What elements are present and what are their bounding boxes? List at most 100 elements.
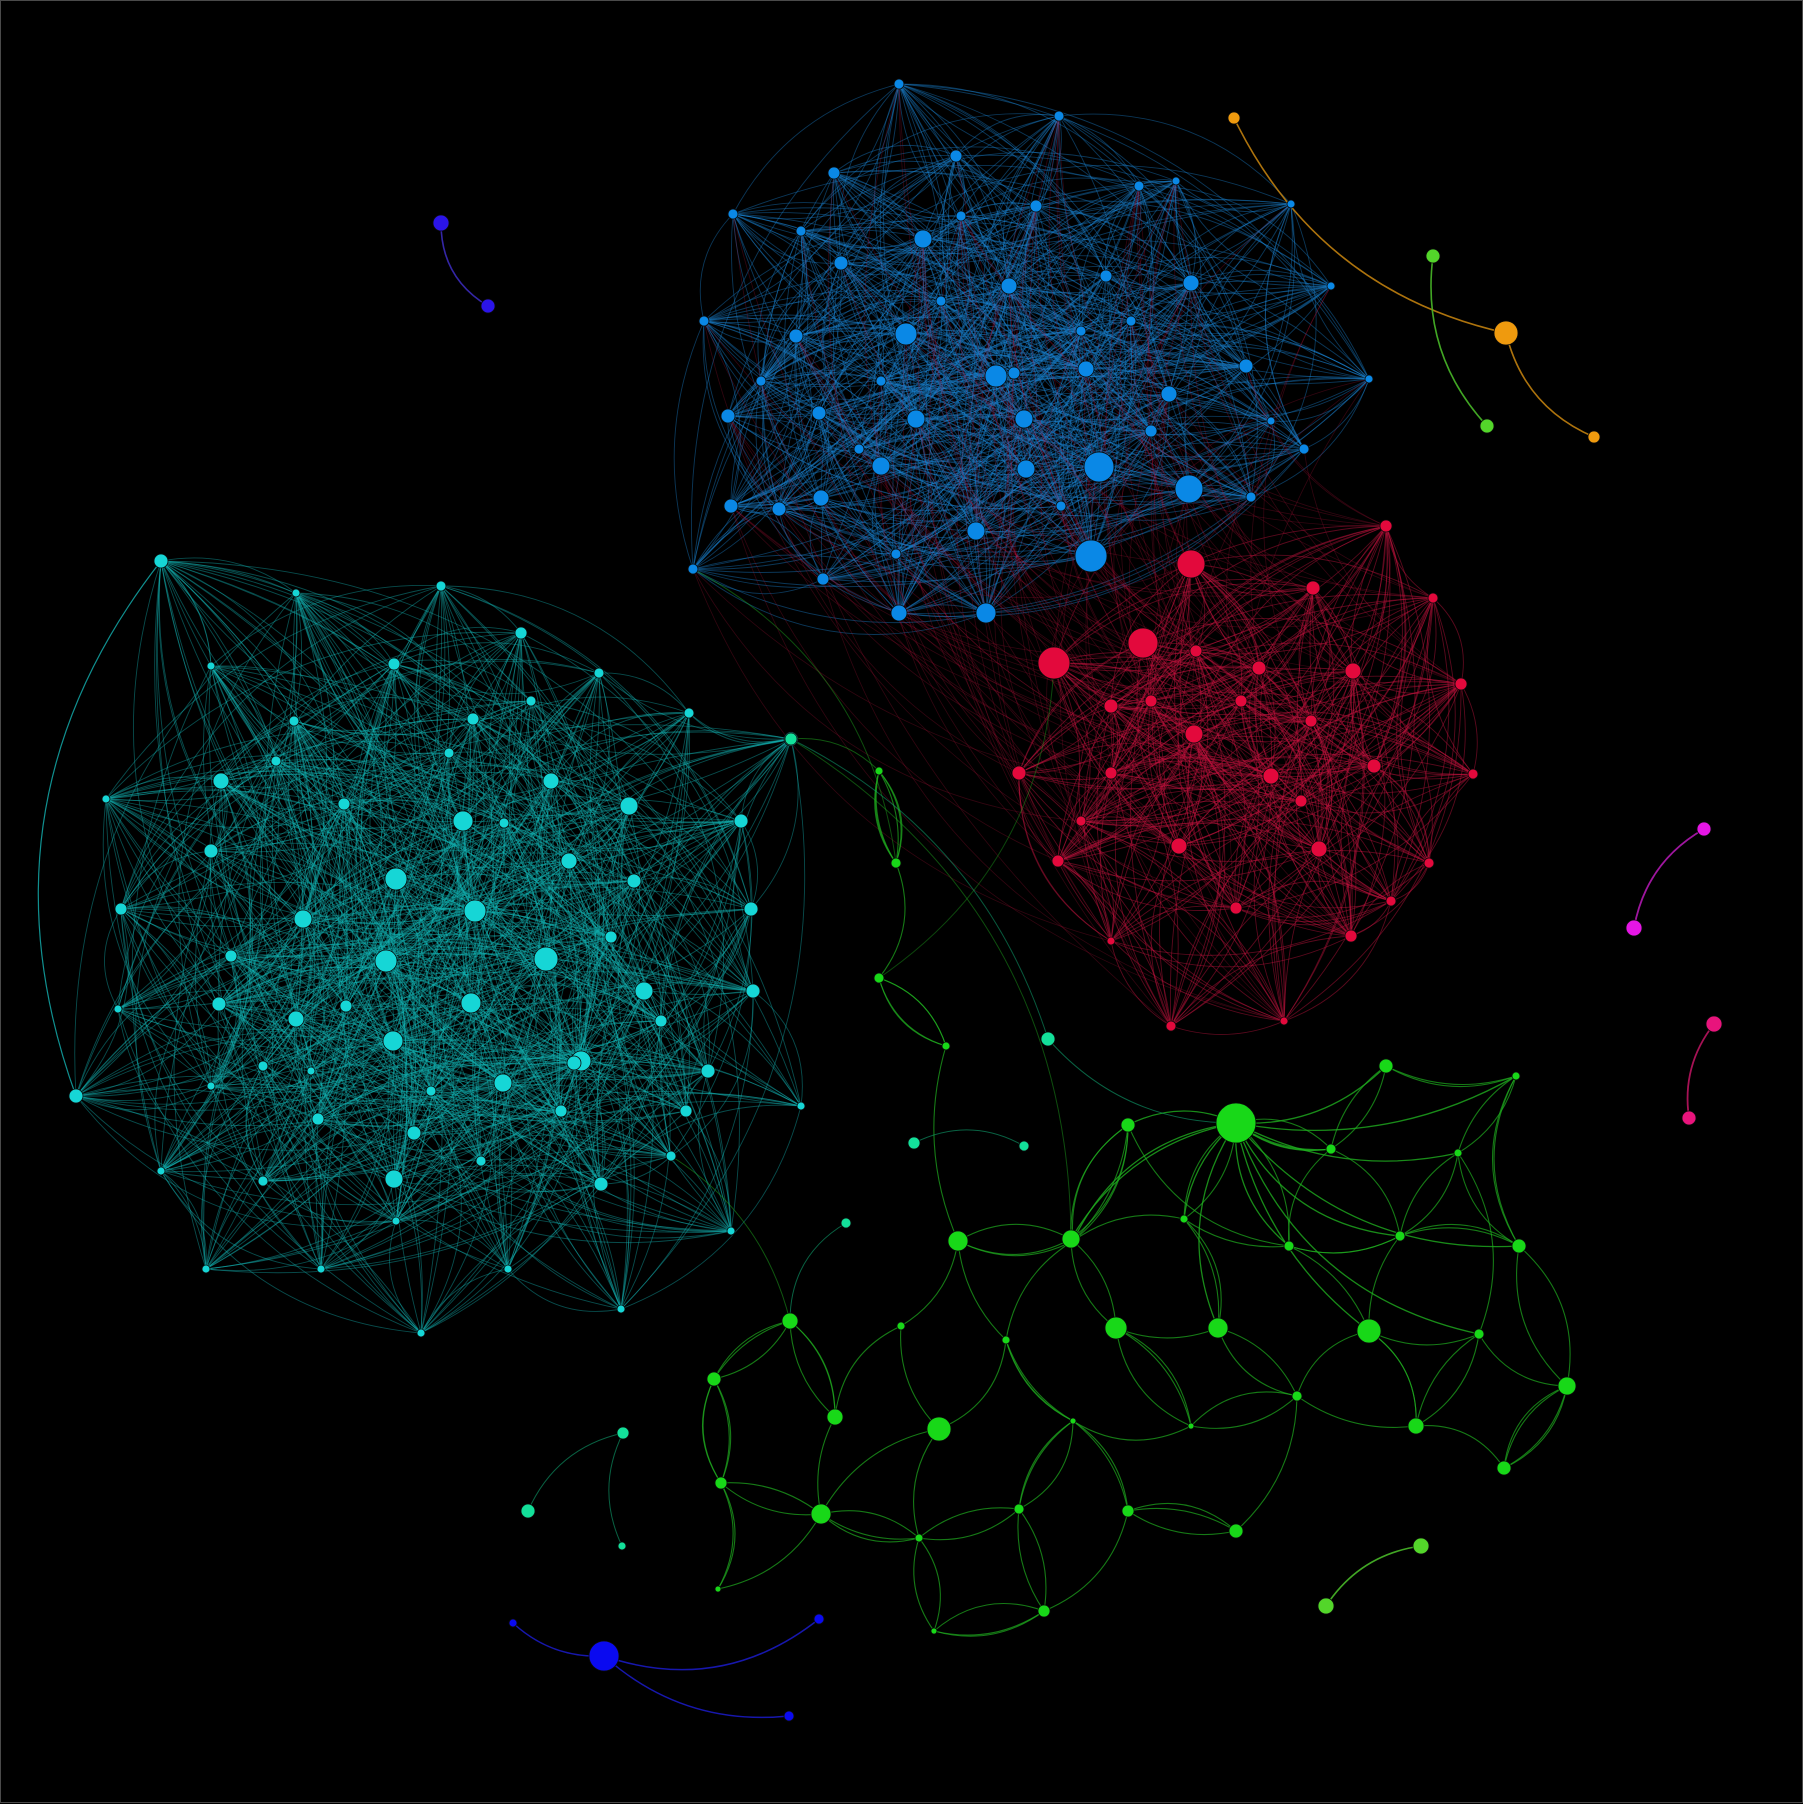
graph-edge <box>1150 700 1242 714</box>
graph-edge <box>757 230 802 382</box>
graph-edge <box>820 497 1242 702</box>
graph-edge <box>75 1018 297 1102</box>
graph-edge <box>1263 285 1332 722</box>
graph-edge <box>1240 670 1354 705</box>
graph-node-blue <box>906 409 926 429</box>
graph-edge <box>898 83 1010 287</box>
graph-edge <box>617 880 672 1157</box>
graph-edge <box>1390 773 1474 902</box>
graph-node-pink <box>1705 1015 1723 1033</box>
graph-edge <box>262 960 387 1067</box>
graph-edge <box>317 632 522 1120</box>
graph-edge <box>1090 494 1252 557</box>
graph-edge <box>1190 203 1292 284</box>
graph-edge <box>105 768 752 910</box>
graph-edge <box>940 300 1152 432</box>
graph-edge <box>727 354 1087 417</box>
graph-edge <box>1309 587 1392 902</box>
graph-edge <box>713 1378 732 1484</box>
graph-edge <box>262 803 348 1067</box>
graph-edge <box>589 672 687 1112</box>
graph-edge <box>795 330 1025 420</box>
graph-edge <box>880 203 1292 467</box>
graph-edge <box>874 770 897 864</box>
graph-edge <box>393 958 547 1180</box>
graph-edge <box>1008 185 1140 287</box>
graph-edge <box>1686 1023 1715 1119</box>
graph-edge <box>160 560 212 667</box>
graph-edge <box>262 1018 306 1182</box>
graph-node-blue <box>1133 180 1145 192</box>
graph-edge <box>1175 180 1332 287</box>
graph-node-red <box>1344 662 1362 680</box>
graph-node-cyan <box>211 996 227 1012</box>
graph-edge <box>218 933 547 1005</box>
graph-edge <box>985 496 1252 614</box>
graph-edge <box>975 282 1192 532</box>
graph-edge <box>1190 282 1247 367</box>
graph-edge <box>293 660 600 722</box>
graph-edge <box>1130 320 1252 498</box>
graph-edge <box>1080 330 1462 685</box>
graph-edge <box>462 820 582 1062</box>
graph-edge <box>1270 775 1352 937</box>
graph-edge <box>1457 1152 1494 1335</box>
graph-edge <box>898 83 1247 367</box>
graph-edge <box>317 1063 687 1120</box>
graph-edge <box>778 335 813 510</box>
graph-edge <box>580 1060 687 1112</box>
graph-edge <box>218 946 754 1005</box>
graph-edge <box>1057 683 1462 862</box>
graph-edge <box>210 752 450 852</box>
graph-edge <box>302 700 532 920</box>
graph-edge <box>1018 718 1474 775</box>
graph-edge <box>732 180 1177 252</box>
graph-edge <box>717 1482 734 1590</box>
graph-edge <box>210 1002 472 1093</box>
graph-edge <box>117 954 472 1010</box>
graph-node-red <box>1304 714 1318 728</box>
graph-edge <box>1283 900 1392 1022</box>
graph-edge <box>999 285 1015 374</box>
graph-edge <box>288 720 394 1042</box>
graph-edge <box>1053 587 1314 672</box>
graph-edge <box>343 803 417 1180</box>
graph-edge <box>393 663 754 992</box>
graph-edge <box>1110 735 1375 774</box>
graph-edge <box>1173 563 1237 909</box>
graph-edge <box>822 380 883 580</box>
graph-edge <box>703 115 1060 322</box>
graph-edge <box>1503 1385 1568 1469</box>
graph-edge <box>692 497 822 570</box>
graph-edge <box>430 738 792 1092</box>
graph-edge <box>1390 683 1466 902</box>
graph-edge <box>545 958 802 1107</box>
graph-edge <box>1396 597 1434 864</box>
graph-edge <box>75 1095 397 1222</box>
graph-edge <box>732 213 1087 370</box>
graph-edge <box>294 1018 319 1120</box>
graph-edge <box>343 799 570 862</box>
graph-edge <box>1035 205 1252 498</box>
graph-edge <box>1018 772 1285 1022</box>
graph-node-cyan <box>293 909 313 929</box>
graph-edge <box>218 1003 482 1162</box>
graph-edge <box>913 1428 940 1539</box>
graph-edge <box>1008 285 1332 317</box>
graph-edge <box>1175 180 1292 213</box>
graph-node-red <box>1423 857 1435 869</box>
graph-edge <box>1053 662 1272 777</box>
graph-edge <box>732 213 1092 557</box>
graph-edge <box>1148 700 1237 909</box>
graph-edge <box>310 1070 482 1162</box>
graph-edge <box>692 568 897 864</box>
graph-edge <box>345 1005 662 1060</box>
graph-edge <box>985 420 1272 614</box>
graph-edge <box>462 712 690 822</box>
graph-node-green <box>1453 1148 1463 1158</box>
graph-edge <box>503 822 582 1062</box>
graph-edge <box>160 1020 662 1180</box>
graph-edge <box>1168 393 1252 498</box>
graph-edge <box>105 798 672 1157</box>
graph-edge <box>1057 772 1112 862</box>
